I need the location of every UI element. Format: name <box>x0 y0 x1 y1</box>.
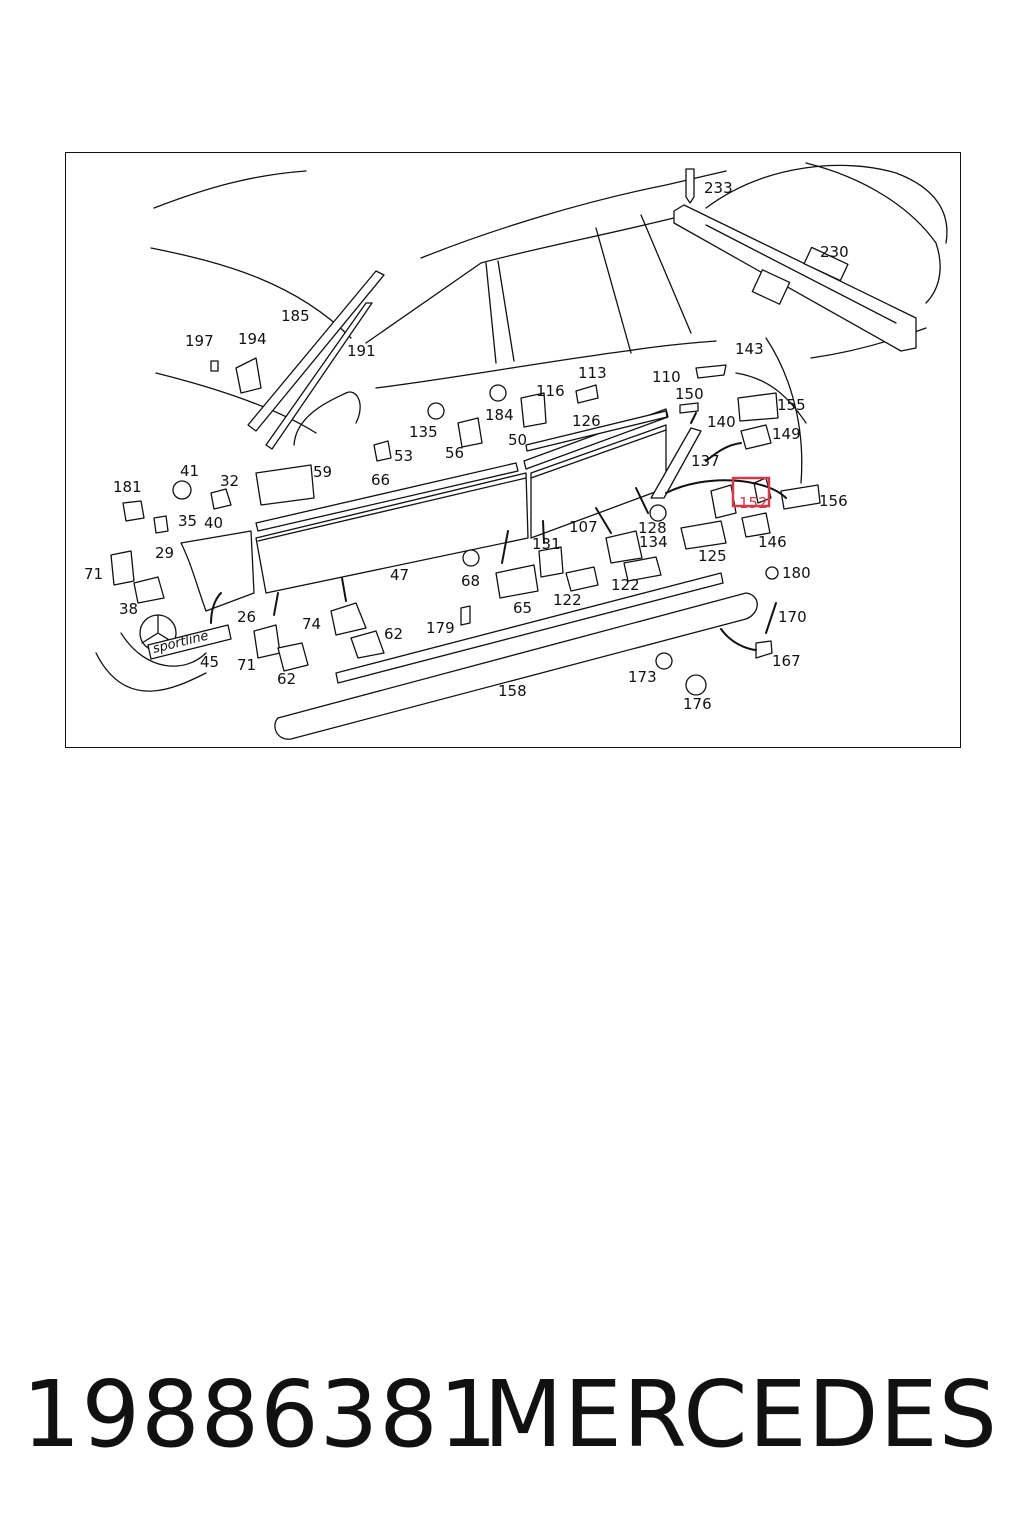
callout-62a: 62 <box>384 625 403 643</box>
callout-143: 143 <box>735 340 764 358</box>
car-body-outline <box>95 162 948 692</box>
callout-158: 158 <box>498 682 527 700</box>
callout-134: 134 <box>639 533 668 551</box>
callout-230: 230 <box>820 243 849 261</box>
callout-150: 150 <box>675 385 704 403</box>
callout-116: 116 <box>536 382 565 400</box>
callout-180: 180 <box>782 564 811 582</box>
callout-137: 137 <box>691 452 720 470</box>
brand-name: MERCEDES <box>483 1361 998 1468</box>
pointer-arrows <box>210 412 787 651</box>
callout-149: 149 <box>772 425 801 443</box>
callout-170: 170 <box>778 608 807 626</box>
callout-50: 50 <box>508 431 527 449</box>
callout-26: 26 <box>237 608 256 626</box>
diagram-frame: sportline 233 230 185 191 197 194 143 11… <box>65 152 961 748</box>
callout-135: 135 <box>409 423 438 441</box>
small-parts <box>110 168 821 696</box>
callout-140: 140 <box>707 413 736 431</box>
callout-56: 56 <box>445 444 464 462</box>
callout-41: 41 <box>180 462 199 480</box>
callout-125: 125 <box>698 547 727 565</box>
callout-113: 113 <box>578 364 607 382</box>
callout-152: 152 <box>739 494 768 512</box>
door-molding-47 <box>255 424 667 594</box>
callout-110: 110 <box>652 368 681 386</box>
rear-molding-110 <box>650 427 702 499</box>
callout-29: 29 <box>155 544 174 562</box>
callout-146: 146 <box>758 533 787 551</box>
callout-32: 32 <box>220 472 239 490</box>
parts-diagram: sportline 233 230 185 191 197 194 143 11… <box>84 162 948 740</box>
callout-47: 47 <box>390 566 409 584</box>
callout-68: 68 <box>461 572 480 590</box>
callout-59: 59 <box>313 463 332 481</box>
callout-122b: 122 <box>611 576 640 594</box>
callout-156: 156 <box>819 492 848 510</box>
callout-65: 65 <box>513 599 532 617</box>
callout-128: 128 <box>638 519 667 537</box>
callout-176: 176 <box>683 695 712 713</box>
callout-45: 45 <box>200 653 219 671</box>
callout-155: 155 <box>777 396 806 414</box>
a-pillar-trim-185 <box>247 270 385 432</box>
rocker-strip-158 <box>335 572 724 684</box>
callout-131: 131 <box>532 535 561 553</box>
callout-184: 184 <box>485 406 514 424</box>
callout-107: 107 <box>569 518 598 536</box>
callout-173: 173 <box>628 668 657 686</box>
callout-181: 181 <box>113 478 142 496</box>
callout-122a: 122 <box>553 591 582 609</box>
callout-197: 197 <box>185 332 214 350</box>
callout-233: 233 <box>704 179 733 197</box>
door-molding-upper <box>255 408 669 532</box>
callout-labels: 233 230 185 191 197 194 143 110 150 155 … <box>84 179 849 713</box>
callout-167: 167 <box>772 652 801 670</box>
callout-74: 74 <box>302 615 321 633</box>
callout-191: 191 <box>347 342 376 360</box>
callout-71b: 71 <box>237 656 256 674</box>
a-pillar-trim-191 <box>265 302 373 450</box>
rocker-panel-158 <box>274 592 758 740</box>
callout-38: 38 <box>119 600 138 618</box>
callout-40: 40 <box>204 514 223 532</box>
callout-53: 53 <box>394 447 413 465</box>
callout-185: 185 <box>281 307 310 325</box>
callout-71a: 71 <box>84 565 103 583</box>
fender-molding-29 <box>180 530 255 612</box>
highlight-box-152 <box>731 476 771 508</box>
footer: 19886381 MERCEDES <box>0 1355 1024 1475</box>
callout-62b: 62 <box>277 670 296 688</box>
callout-66: 66 <box>371 471 390 489</box>
callout-35: 35 <box>178 512 197 530</box>
callout-179: 179 <box>426 619 455 637</box>
parcel-shelf-230 <box>673 204 917 352</box>
part-number: 19886381 <box>22 1361 499 1468</box>
callout-126: 126 <box>572 412 601 430</box>
callout-194: 194 <box>238 330 267 348</box>
